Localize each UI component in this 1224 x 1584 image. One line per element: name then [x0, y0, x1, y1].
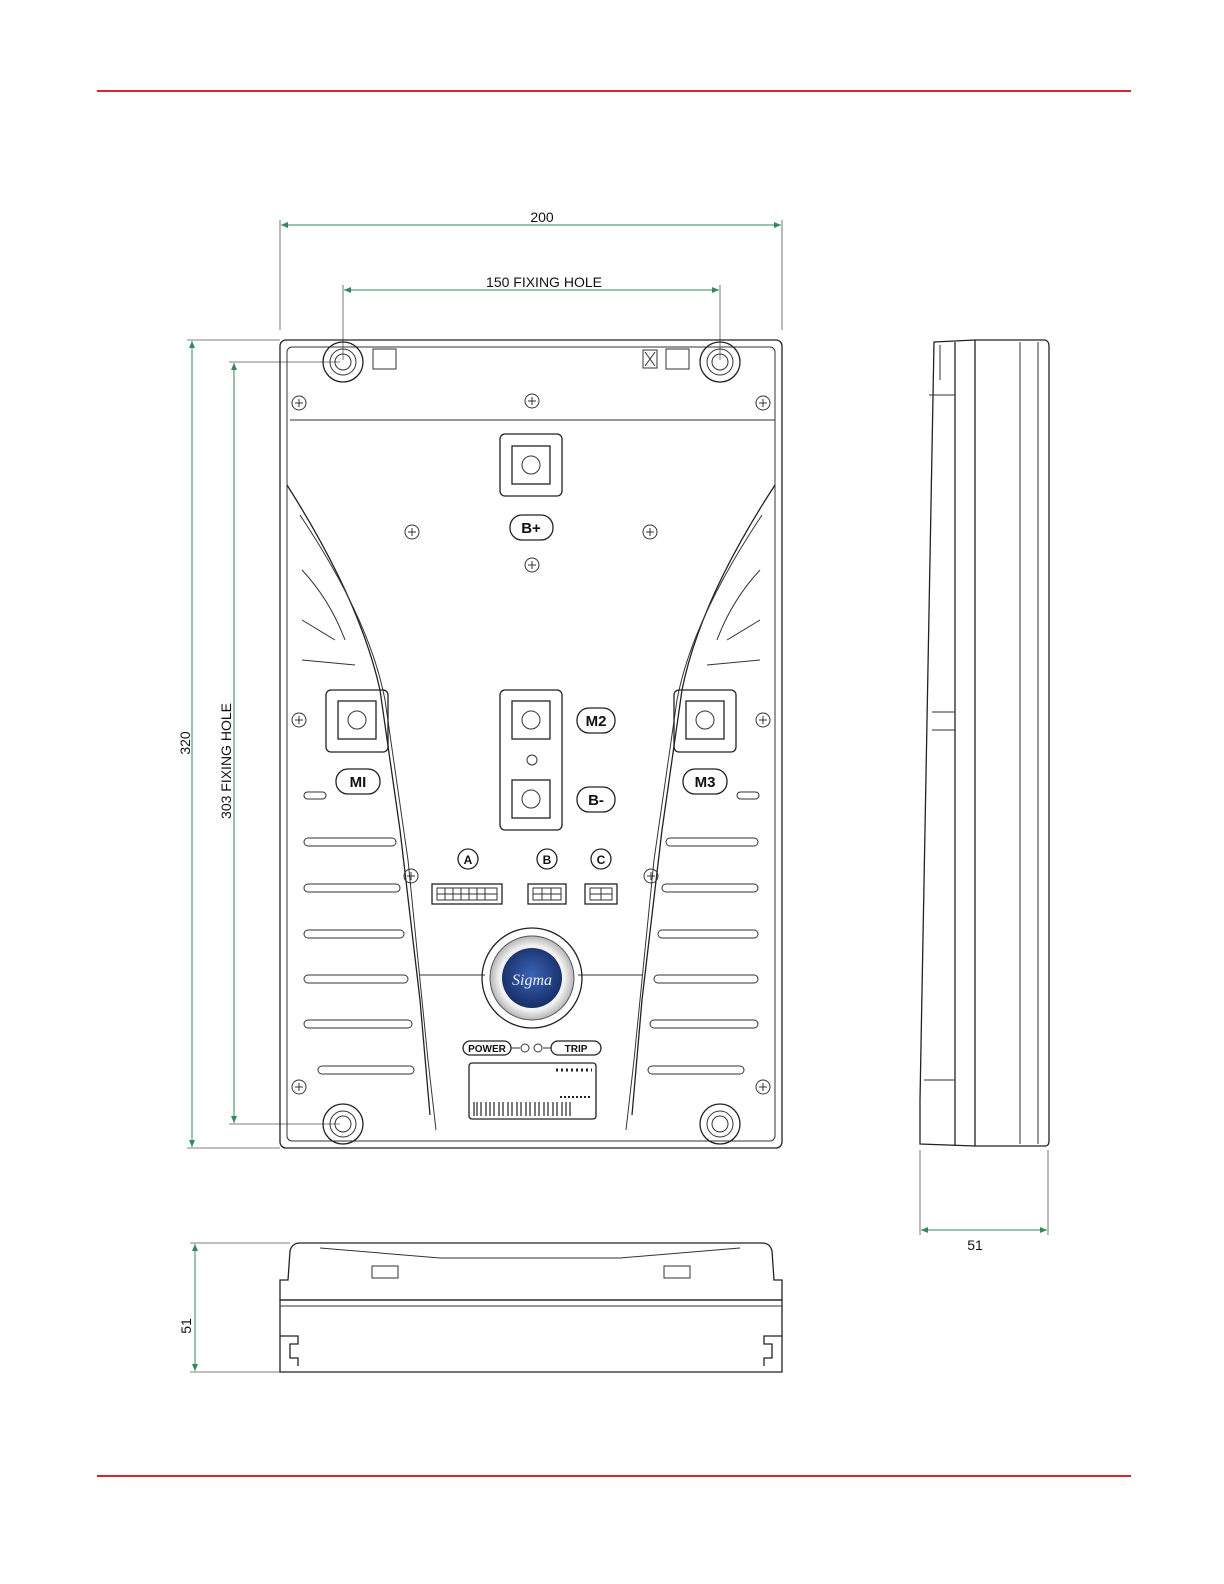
- trip-label: TRIP: [565, 1044, 588, 1055]
- side-view: [920, 340, 1049, 1146]
- b-plus-label: B+: [521, 520, 541, 537]
- dimension-overall-width: 200: [280, 209, 782, 330]
- connector-b-label: B: [543, 853, 552, 867]
- logo-text: Sigma: [512, 972, 552, 989]
- bottom-depth-label: 51: [178, 1318, 194, 1334]
- weee-bin-icon: [643, 350, 657, 368]
- power-trip-indicators: POWER TRIP: [463, 1041, 601, 1055]
- fixing-hole-width-label: 150 FIXING HOLE: [486, 274, 602, 290]
- terminal-m2-b-minus: M2 B-: [500, 690, 615, 830]
- barcode: [474, 1102, 570, 1116]
- top-right-tab: [666, 349, 689, 369]
- front-view: B+ MI M3 M2 B-: [280, 340, 782, 1148]
- fins-right: [648, 838, 758, 1074]
- sigma-logo: Sigma: [420, 928, 642, 1028]
- bottom-view: [280, 1243, 782, 1372]
- fixing-hole-height-label: 303 FIXING HOLE: [218, 703, 234, 819]
- connector-c-label: C: [597, 853, 606, 867]
- overall-width-label: 200: [530, 209, 554, 225]
- b-minus-label: B-: [588, 792, 604, 809]
- terminal-m1: MI: [326, 690, 388, 794]
- serial-label-plate: [469, 1063, 596, 1119]
- overall-height-label: 320: [177, 731, 193, 755]
- power-led: [521, 1044, 529, 1052]
- dimension-side-depth: 51: [920, 1150, 1048, 1253]
- connector-b: B: [528, 849, 566, 904]
- top-left-tab: [373, 349, 396, 369]
- dimension-bottom-depth: 51: [178, 1243, 290, 1372]
- terminal-b-plus: B+: [500, 434, 562, 540]
- power-label: POWER: [468, 1044, 507, 1055]
- fins-left: [304, 838, 414, 1074]
- m2-label: M2: [586, 713, 607, 730]
- trip-led: [534, 1044, 542, 1052]
- dimension-fixing-hole-height: 303 FIXING HOLE: [218, 362, 340, 1124]
- connector-a-label: A: [464, 853, 473, 867]
- connector-a: A: [432, 849, 502, 904]
- terminal-m3: M3: [674, 690, 736, 794]
- fixing-hole-bottom-right: [700, 1104, 740, 1144]
- m3-label: M3: [695, 774, 716, 791]
- m1-label: MI: [350, 774, 367, 791]
- connector-c: C: [585, 849, 617, 904]
- side-depth-label: 51: [967, 1237, 983, 1253]
